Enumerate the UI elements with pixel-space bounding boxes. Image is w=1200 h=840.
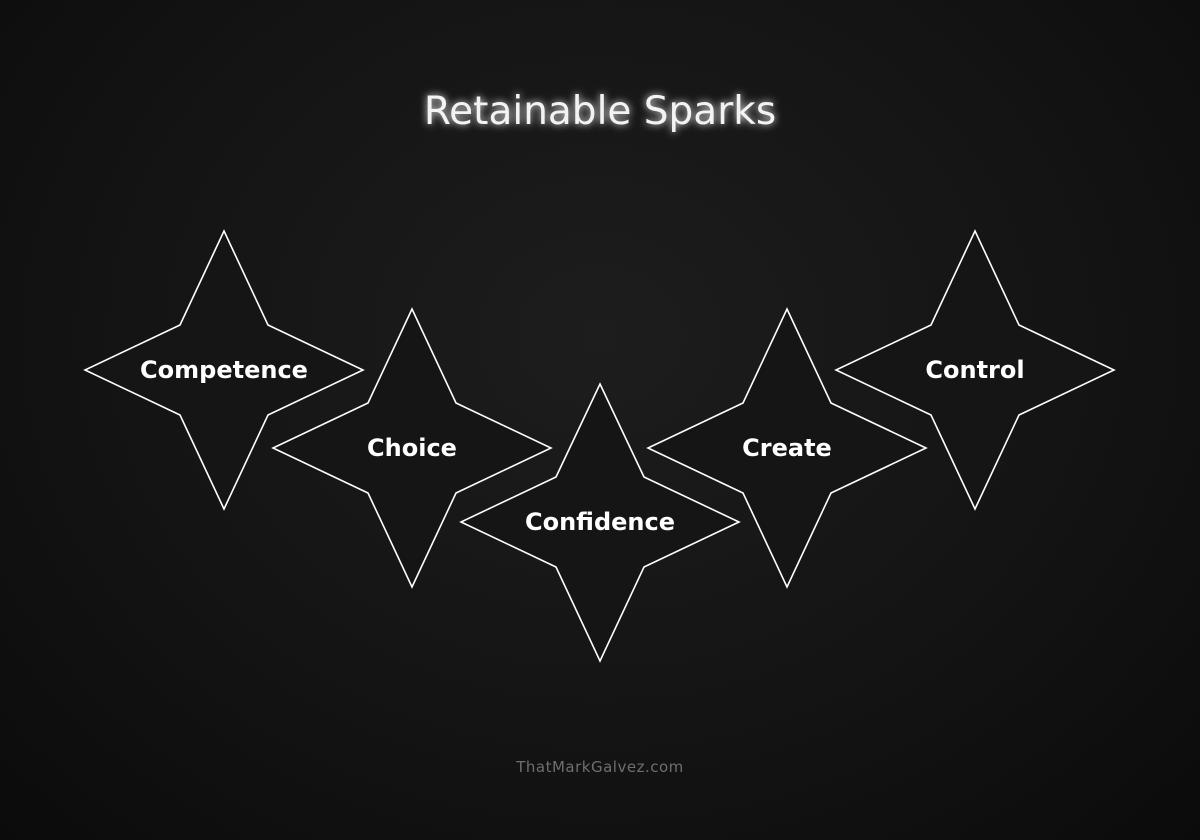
diagram-title: Retainable Sparks <box>424 89 776 134</box>
four-point-star-icon <box>83 229 365 511</box>
spark-label-create: Create <box>742 434 832 462</box>
footer-credit: ThatMarkGalvez.com <box>515 758 684 776</box>
four-point-star-icon <box>459 382 741 663</box>
spark-competence: Competence <box>83 229 365 511</box>
spark-label-control: Control <box>925 356 1024 384</box>
four-point-star-icon <box>834 229 1116 511</box>
spark-label-choice: Choice <box>367 434 457 462</box>
spark-control: Control <box>834 229 1116 511</box>
four-point-star-icon <box>646 307 928 589</box>
spark-create: Create <box>646 307 928 589</box>
spark-choice: Choice <box>271 307 553 589</box>
spark-label-competence: Competence <box>140 356 308 384</box>
spark-confidence: Confidence <box>459 382 741 663</box>
spark-label-confidence: Confidence <box>525 508 675 536</box>
four-point-star-icon <box>271 307 553 589</box>
